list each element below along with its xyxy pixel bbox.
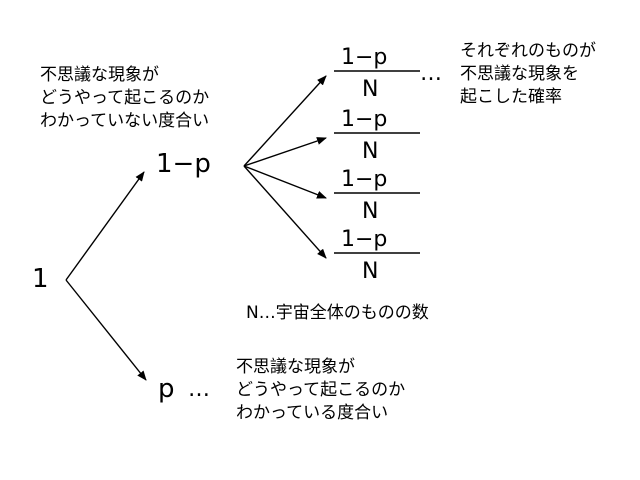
fraction-1-denominator: N — [362, 77, 378, 102]
upper-note-line-1: 不思議な現象が — [40, 65, 159, 85]
arrow-upper-to-fraction-2 — [243, 137, 327, 167]
fraction-ellipsis: … — [420, 61, 442, 86]
arrow-upper-to-fraction-1 — [243, 75, 327, 167]
arrow-root-to-lower — [65, 279, 147, 381]
fraction-4-denominator: N — [362, 259, 378, 284]
upper-note-line-3: わかっていない度合い — [40, 111, 209, 131]
fraction-note: それぞれのものが 不思議な現象を 起こした確率 — [460, 41, 601, 107]
upper-branch-note: 不思議な現象が どうやって起こるのか わかっていない度合い — [40, 65, 215, 131]
lower-note-line-3: わかっている度合い — [236, 403, 388, 423]
fraction-note-line-3: 起こした確率 — [460, 87, 562, 107]
fraction-3-denominator: N — [362, 199, 378, 224]
arrow-upper-to-fraction-3 — [243, 165, 327, 199]
fraction-1: 1−p N — [334, 45, 420, 102]
root-node: 1 — [32, 264, 49, 294]
arrow-upper-to-fraction-4 — [243, 165, 327, 259]
fraction-3: 1−p N — [334, 167, 420, 224]
fraction-2-denominator: N — [362, 139, 378, 164]
fraction-4: 1−p N — [334, 227, 420, 284]
fraction-3-numerator: 1−p — [341, 167, 387, 192]
fraction-2: 1−p N — [334, 107, 420, 164]
fraction-note-line-2: 不思議な現象を — [460, 64, 579, 84]
lower-branch-node: p — [158, 374, 175, 404]
fraction-4-numerator: 1−p — [341, 227, 387, 252]
lower-branch-ellipsis: … — [188, 377, 210, 402]
upper-note-line-2: どうやって起こるのか — [40, 88, 209, 108]
upper-branch-node: 1−p — [156, 149, 211, 179]
lower-note-line-1: 不思議な現象が — [236, 357, 355, 377]
fraction-2-numerator: 1−p — [341, 107, 387, 132]
n-definition: N…宇宙全体のものの数 — [246, 303, 429, 323]
fraction-note-line-1: それぞれのものが — [460, 41, 596, 61]
lower-branch-note: 不思議な現象が どうやって起こるのか わかっている度合い — [236, 357, 411, 423]
fraction-1-numerator: 1−p — [341, 45, 387, 70]
arrow-root-to-upper — [65, 171, 145, 281]
lower-note-line-2: どうやって起こるのか — [236, 380, 405, 400]
